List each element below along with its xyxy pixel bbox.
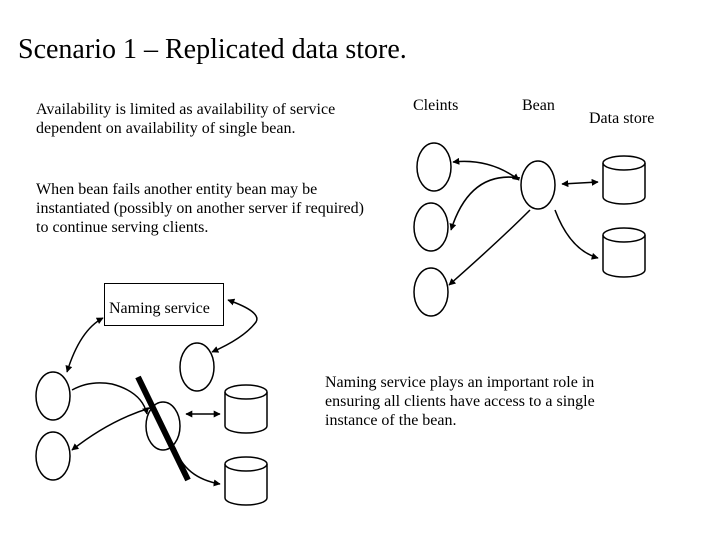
bottom-data-store-1: [224, 384, 268, 434]
bottom-data-store-2: [224, 456, 268, 506]
naming-service-box: Naming service: [104, 283, 224, 326]
naming-to-bean-arrow: [211, 298, 258, 353]
bean-label: Bean: [522, 97, 555, 114]
bottom-bean-to-client-arrow: [71, 407, 151, 451]
naming-role-paragraph: Naming service plays an important role i…: [325, 374, 595, 429]
client-bean-arrow: [452, 157, 520, 181]
bottom-client-bean-arrow: [71, 382, 150, 415]
slide-title: Scenario 1 – Replicated data store.: [18, 34, 407, 65]
data-store-label: Data store: [589, 110, 655, 127]
bean-to-client-2-arrow: [449, 176, 521, 231]
failover-paragraph: When bean fails another entity bean may …: [36, 181, 364, 236]
top-client-node-2: [413, 202, 449, 252]
bottom-client-node-2: [35, 431, 71, 481]
availability-paragraph: Availability is limited as availability …: [36, 101, 336, 137]
bottom-client-node-1: [35, 371, 71, 421]
bean-to-client-3-arrow: [448, 209, 531, 286]
failure-slash: [135, 375, 191, 482]
naming-to-client-arrow: [65, 317, 104, 373]
bean-datastore-arrow: [561, 178, 599, 188]
bottom-bean-node-1: [179, 342, 215, 392]
clients-label: Cleints: [413, 97, 459, 114]
top-client-node-3: [413, 267, 449, 317]
bean-to-datastore-2-arrow: [554, 209, 599, 260]
top-bean-node: [520, 160, 556, 210]
top-client-node-1: [416, 142, 452, 192]
top-data-store-1: [602, 155, 646, 205]
top-data-store-2: [602, 227, 646, 278]
naming-service-label: Naming service: [109, 300, 210, 317]
